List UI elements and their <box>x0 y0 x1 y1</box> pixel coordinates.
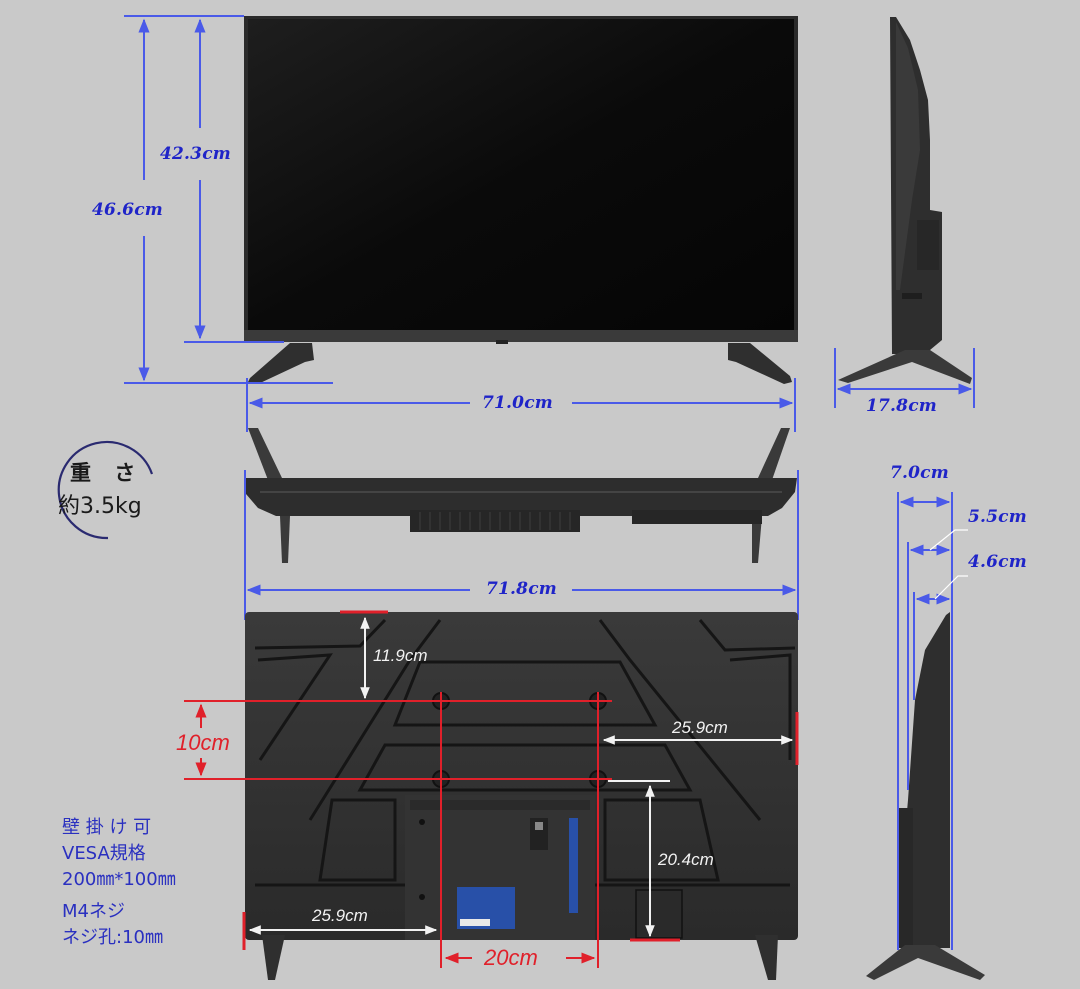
left-to-mount-label: 25.9cm <box>312 906 368 925</box>
side-stand <box>838 350 972 384</box>
left-stand-leg <box>248 343 314 384</box>
side-view-top <box>838 17 972 384</box>
vesa-red-lines <box>184 610 799 968</box>
port-labels <box>569 818 578 913</box>
vesa-standard-note: VESA規格 <box>62 843 146 864</box>
rear-white-lines <box>248 616 794 938</box>
rear-view <box>245 612 798 980</box>
panel-height-label: 42.3cm <box>154 144 237 164</box>
overall-width-label: 71.8cm <box>486 579 557 599</box>
wall-mount-note: 壁 掛 け 可 <box>62 817 152 838</box>
depth-min-label: 4.6cm <box>968 552 1027 572</box>
depth-dimension-lines <box>897 492 953 950</box>
weight-badge: 重 さ 約3.5kg <box>48 443 158 543</box>
top-width-lines <box>244 470 799 620</box>
screw-type-note: M4ネジ <box>62 901 125 922</box>
vesa-vertical-label: 10cm <box>176 730 230 755</box>
front-dimension-lines <box>124 15 796 432</box>
vesa-notes: 壁 掛 け 可 VESA規格 200㎜*100㎜ M4ネジ ネジ孔:10㎜ <box>62 815 176 951</box>
right-stand-leg <box>728 343 792 384</box>
top-to-mount-label: 11.9cm <box>373 646 428 665</box>
stand-depth-label: 17.8cm <box>866 396 937 416</box>
weight-value: 約3.5kg <box>58 494 142 519</box>
top-view <box>245 428 797 563</box>
weight-badge-ring <box>57 440 154 540</box>
total-height-label: 46.6cm <box>86 200 169 220</box>
stand-width-label: 71.0cm <box>482 393 553 413</box>
side-view-bottom <box>866 612 985 980</box>
depth-max-label: 7.0cm <box>890 463 949 483</box>
mount-to-bottom-label: 20.4cm <box>658 850 714 869</box>
front-view <box>244 16 798 384</box>
screw-depth-note: ネジ孔:10㎜ <box>62 927 163 948</box>
weight-title: 重 さ <box>70 461 144 485</box>
mount-to-right-label: 25.9cm <box>672 718 728 737</box>
vesa-size-note: 200㎜*100㎜ <box>62 869 176 890</box>
depth-mid-label: 5.5cm <box>968 507 1027 527</box>
side-depth-lines <box>834 348 975 408</box>
vesa-horizontal-label: 20cm <box>484 945 538 970</box>
